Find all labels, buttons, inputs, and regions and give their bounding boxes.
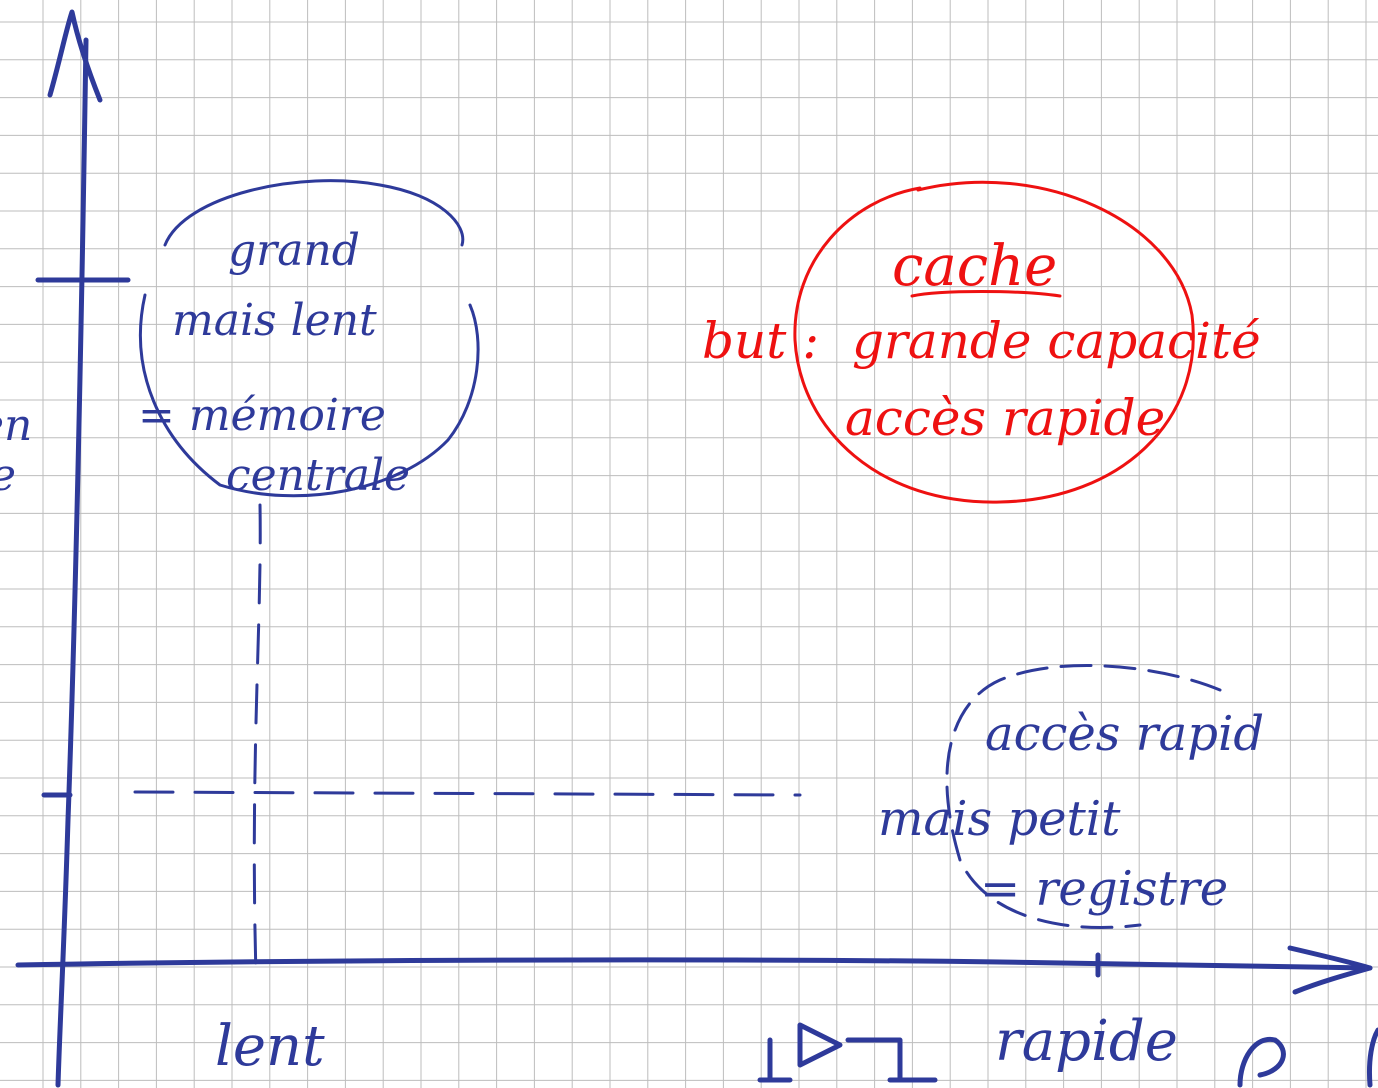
cache-title: cache	[892, 234, 1057, 299]
bottom-right-sketch	[1237, 1027, 1378, 1088]
axis-label-fast: rapide	[995, 1009, 1178, 1074]
y-axis	[35, 9, 131, 1088]
x-axis	[15, 945, 1373, 995]
cache-bubble	[793, 180, 1195, 504]
memory-line-4: centrale	[226, 450, 410, 501]
guide-lines	[133, 503, 802, 977]
cache-line-2: grande capacité	[852, 312, 1261, 370]
register-bubble	[945, 664, 1222, 929]
cache-line-3: accès rapide	[845, 389, 1165, 447]
memory-line-1: grand	[228, 225, 360, 276]
register-line-3: = registre	[980, 861, 1228, 917]
register-line-1: accès rapid	[985, 706, 1264, 762]
left-cut-label-bottom: e	[0, 450, 16, 501]
register-line-2: mais petit	[878, 791, 1121, 847]
cache-goal-prefix: but :	[702, 312, 819, 370]
memory-bubble	[138, 179, 480, 498]
axis-label-slow: lent	[215, 1014, 325, 1079]
memory-line-2: mais lent	[172, 295, 377, 346]
memory-line-3: = mémoire	[138, 390, 386, 441]
left-cut-label-top: en	[0, 400, 32, 451]
bottom-sketch-symbol	[757, 1022, 938, 1083]
